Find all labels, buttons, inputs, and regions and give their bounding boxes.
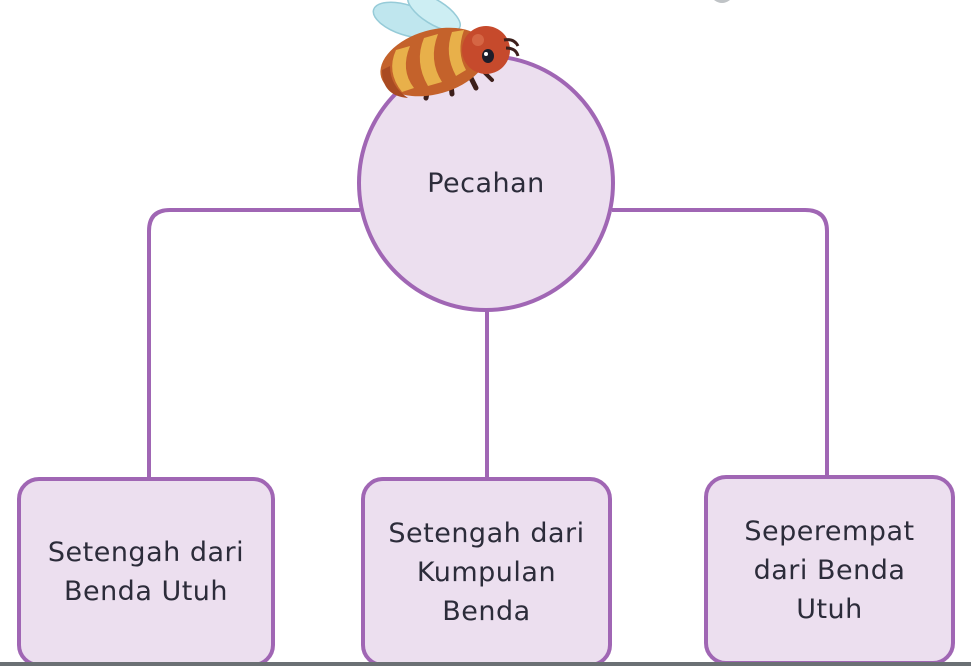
child-3-line-1: Seperempat: [744, 515, 915, 547]
connector-right: [612, 208, 829, 476]
child-1-line-1: Setengah dari: [47, 537, 245, 568]
child-node-2: Setengah dari Kumpulan Benda: [361, 477, 612, 666]
partial-shape: [714, 0, 730, 3]
bottom-border: [0, 662, 971, 666]
child-1-line-2: Benda Utuh: [63, 576, 229, 607]
child-3-line-2: dari Benda: [753, 554, 906, 586]
child-2-line-1: Setengah dari: [388, 517, 585, 549]
connector-left: [147, 208, 360, 478]
child-node-3: Seperempat dari Benda Utuh: [704, 475, 955, 665]
child-3-line-3: Utuh: [796, 593, 863, 625]
root-label: Pecahan: [427, 167, 545, 199]
child-node-1: Setengah dari Benda Utuh: [17, 477, 275, 666]
root-node: Pecahan: [357, 54, 615, 312]
child-2-line-2: Kumpulan: [416, 556, 557, 588]
bee-icon: [372, 0, 520, 101]
child-2-line-3: Benda: [442, 595, 531, 627]
